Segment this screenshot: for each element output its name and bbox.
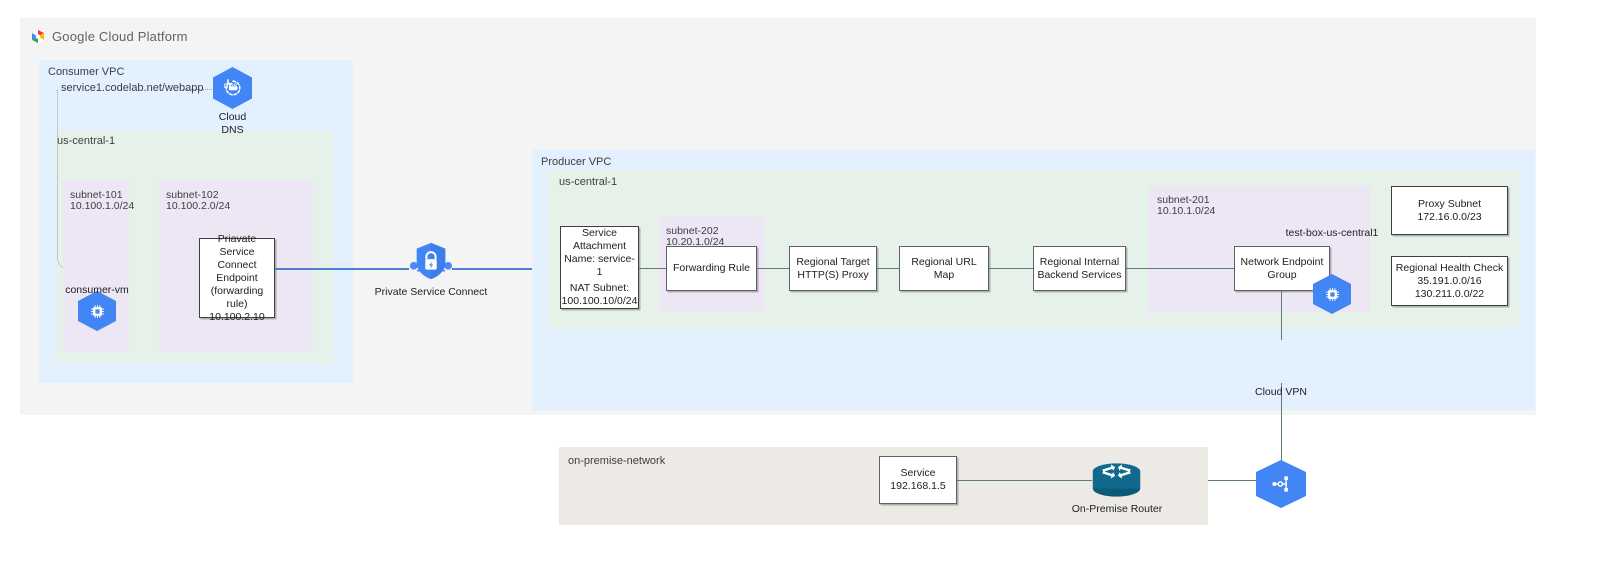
onprem-service-line1: Service — [900, 467, 936, 479]
link-service-to-router — [957, 480, 1092, 481]
link-sa-to-fr — [639, 268, 666, 269]
target-proxy-line1: Regional Target — [796, 255, 870, 268]
consumer-region-label: us-central-1 — [57, 135, 116, 147]
dns-record-label: service1.codelab.net/webapp — [61, 82, 204, 94]
service-attachment-line1: Service — [581, 227, 617, 239]
psc-link-right — [452, 268, 560, 270]
neg-line2: Group — [1267, 268, 1297, 281]
psc-endpoint-line2: Connect Endpoint — [216, 258, 258, 284]
on-premise-network-label: on-premise-network — [568, 455, 666, 467]
dns-resolution-path-dns-leg — [183, 89, 216, 90]
subnet-202-name: subnet-202 — [666, 225, 719, 237]
psc-endpoint-line3: (forwarding rule) — [210, 284, 264, 310]
regional-url-map-node[interactable]: Regional URL Map — [899, 246, 989, 291]
on-premise-service-node[interactable]: Service 192.168.1.5 — [879, 456, 957, 504]
target-proxy-line2: HTTP(S) Proxy — [797, 268, 869, 281]
cloud-vpn-icon — [1256, 460, 1306, 508]
private-service-connect-shield-icon — [410, 239, 452, 285]
consumer-vm-label: consumer-vm — [65, 284, 129, 296]
on-premise-router-label: On-Premise Router — [1071, 503, 1163, 515]
onprem-service-line2: 192.168.1.5 — [890, 480, 946, 492]
service-attachment-line4: NAT Subnet: — [569, 282, 630, 294]
proxy-subnet-node[interactable]: Proxy Subnet 172.16.0.0/23 — [1391, 186, 1508, 235]
link-vpn-to-router — [1281, 383, 1282, 480]
cloud-dns-icon — [213, 67, 252, 109]
cloud-dns-caption-line1: Cloud — [218, 111, 247, 123]
subnet-101-name: subnet-101 — [70, 189, 123, 201]
subnet-102-name: subnet-102 — [166, 189, 219, 201]
neg-line1: Network Endpoint — [1240, 255, 1324, 268]
cloud-vpn-label: Cloud VPN — [1255, 386, 1307, 398]
regional-backend-services-node[interactable]: Regional Internal Backend Services — [1033, 246, 1126, 291]
subnet-201-name: subnet-201 — [1157, 194, 1210, 206]
proxy-subnet-line2: 172.16.0.0/23 — [1417, 210, 1482, 223]
consumer-vpc-label: Consumer VPC — [48, 66, 125, 78]
link-backend-to-neg — [1126, 268, 1234, 269]
subnet-101-cidr: 10.100.1.0/24 — [70, 200, 135, 212]
on-premise-router-icon — [1089, 461, 1144, 499]
subnet-201-cidr: 10.10.1.0/24 — [1157, 205, 1216, 217]
psc-endpoint-node[interactable]: Priavate Service Connect Endpoint (forwa… — [199, 233, 275, 323]
proxy-subnet-line1: Proxy Subnet — [1417, 197, 1482, 210]
link-proxy-to-urlmap — [877, 268, 899, 269]
private-service-connect-label: Private Service Connect — [374, 286, 488, 298]
service-attachment-line2: Attachment — [572, 240, 627, 252]
forwarding-rule-node[interactable]: Forwarding Rule — [666, 246, 757, 291]
url-map-label: Regional URL Map — [911, 255, 977, 281]
psc-endpoint-line1: Priavate Service — [217, 232, 257, 258]
consumer-vm-icon — [78, 291, 116, 331]
health-check-line3: 130.211.0.0/22 — [1414, 287, 1485, 300]
regional-health-check-node[interactable]: Regional Health Check 35.191.0.0/16 130.… — [1391, 256, 1508, 306]
producer-vpc-label: Producer VPC — [541, 156, 612, 168]
producer-region-label: us-central-1 — [559, 176, 618, 188]
google-cloud-hexagon-logo-icon — [30, 28, 46, 45]
page-title: Google Cloud Platform — [52, 29, 188, 44]
health-check-line2: 35.191.0.0/16 — [1417, 274, 1482, 287]
health-check-line1: Regional Health Check — [1395, 261, 1504, 274]
psc-endpoint-line4: 10.100.2.10 — [209, 310, 265, 323]
link-router-to-vpn-horizontal — [1152, 480, 1282, 481]
test-box-label: test-box-us-central1 — [1285, 227, 1379, 239]
subnet-202-cidr: 10.20.1.0/24 — [666, 236, 725, 248]
service-attachment-line5: 100.100.10/0/24 — [561, 295, 638, 307]
link-neg-to-vpn — [1281, 291, 1282, 340]
test-box-vm-icon — [1313, 274, 1351, 314]
psc-link-left — [275, 268, 409, 270]
link-fr-to-proxy — [757, 268, 789, 269]
cloud-dns-caption-line2: DNS — [221, 124, 244, 136]
regional-target-proxy-node[interactable]: Regional Target HTTP(S) Proxy — [789, 246, 877, 291]
subnet-102-cidr: 10.100.2.0/24 — [166, 200, 231, 212]
backend-services-line1: Regional Internal — [1039, 255, 1120, 268]
forwarding-rule-label: Forwarding Rule — [672, 262, 751, 274]
backend-services-line2: Backend Services — [1037, 268, 1122, 281]
service-attachment-line3: Name: service-1 — [564, 253, 635, 278]
link-urlmap-to-backend — [989, 268, 1033, 269]
service-attachment-node[interactable]: Service Attachment Name: service-1 NAT S… — [560, 226, 639, 309]
